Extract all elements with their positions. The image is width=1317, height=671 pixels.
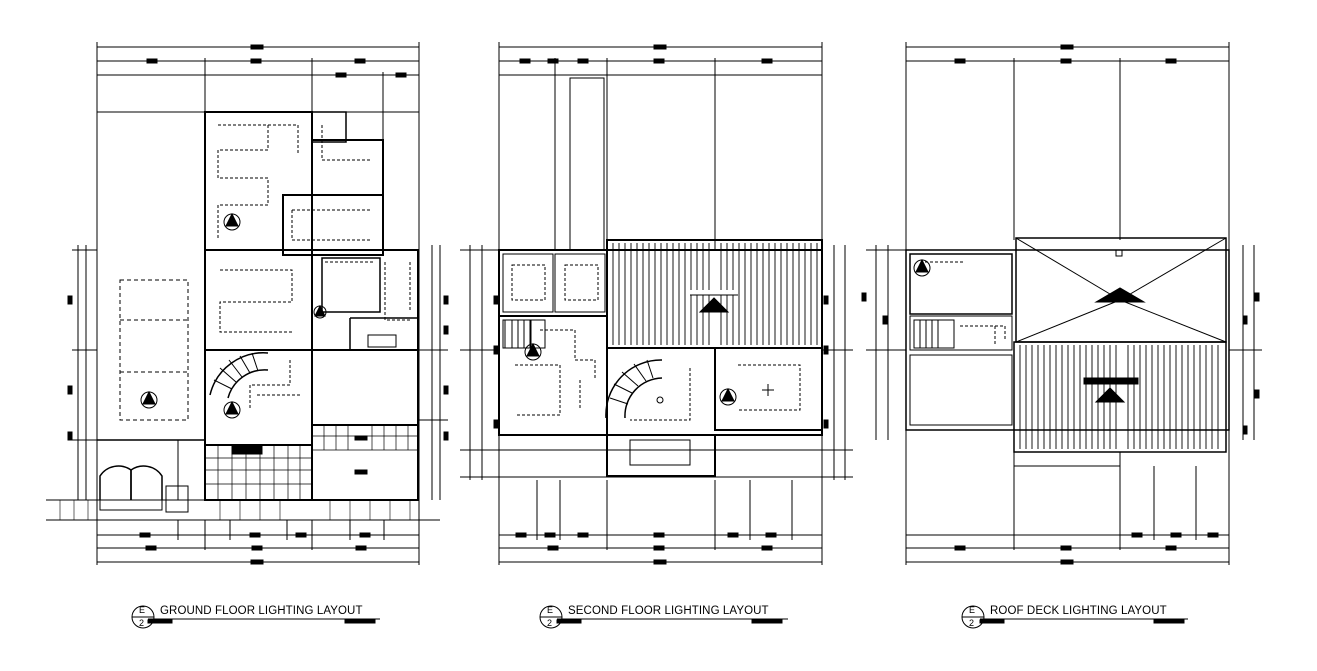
plan-title-text: ROOF DECK LIGHTING LAYOUT — [990, 605, 1167, 617]
section-marker-icon — [524, 342, 737, 406]
roof-deck-plan — [861, 42, 1262, 565]
stair-icon — [913, 319, 955, 349]
ref-number: 2 — [547, 618, 553, 628]
stair-icon — [209, 352, 269, 399]
light-fixture-icon — [656, 384, 774, 404]
reference-bubble: E 2 — [960, 604, 986, 630]
reference-bubble: E 2 — [130, 604, 156, 630]
plan-title-text: GROUND FLOOR LIGHTING LAYOUT — [160, 605, 363, 617]
ref-letter: E — [969, 605, 976, 615]
section-marker-icon — [140, 212, 327, 419]
title-underlines — [147, 618, 1188, 624]
section-marker-icon — [913, 258, 931, 277]
second-floor-plan — [460, 42, 853, 565]
stair-icon — [504, 319, 546, 349]
ref-number: 2 — [139, 618, 145, 628]
ref-number: 2 — [969, 618, 975, 628]
reference-bubble: E 2 — [538, 604, 564, 630]
plan-title-text: SECOND FLOOR LIGHTING LAYOUT — [568, 605, 769, 617]
ref-letter: E — [139, 605, 146, 615]
ground-floor-plan — [46, 42, 449, 565]
ref-letter: E — [547, 605, 554, 615]
stair-icon — [605, 359, 663, 419]
